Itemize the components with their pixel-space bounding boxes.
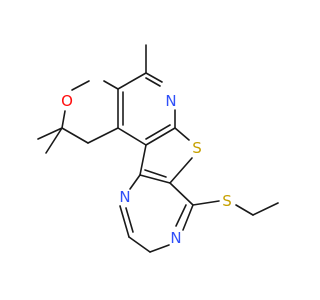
bond-c-o: [71, 80, 90, 91]
bond-c-c-double-inner: [144, 169, 167, 178]
bond-c-n-double: [149, 244, 170, 253]
bond-c-c: [139, 144, 147, 176]
bond-c-c: [145, 127, 176, 146]
bond-n-c: [182, 204, 194, 231]
bond-c-c: [103, 80, 119, 90]
bond-c-c: [117, 72, 147, 90]
bond-c-c-double-inner: [145, 124, 171, 140]
atom-label-sulfur-thioether: S: [222, 192, 232, 210]
methyl-bond: [37, 127, 63, 140]
bond-n-c-double-inner: [175, 204, 187, 227]
atom-label-nitrogen-pyridine: N: [165, 92, 176, 110]
molecule-structure: O N S N N S: [37, 44, 279, 253]
atom-label-oxygen: O: [61, 92, 73, 110]
bond-n-c: [119, 205, 130, 238]
bond-n-c-double-inner: [125, 207, 134, 233]
bond-s-c: [235, 204, 254, 216]
bond-c-c: [169, 182, 194, 206]
bond-c-c: [61, 127, 89, 144]
bond-c-n-double: [145, 72, 163, 83]
bond-o-c: [61, 110, 66, 129]
bond-c-s: [169, 157, 193, 184]
bond-c-n: [129, 174, 141, 190]
atom-label-nitrogen-pyrimidine-right: N: [170, 229, 181, 247]
bond-layer: [37, 44, 279, 253]
bond-c-n: [128, 236, 151, 253]
methyl-bond: [45, 127, 63, 154]
bond-c-n-double-inner: [145, 77, 161, 87]
bond-c-c-double: [139, 174, 171, 184]
bond-c-c: [117, 127, 147, 146]
ethyl-bond: [252, 202, 279, 216]
bond-c-s: [174, 127, 190, 141]
atom-label-nitrogen-pyrimidine-left: N: [119, 188, 130, 206]
atom-label-sulfur-thiophene: S: [192, 139, 202, 157]
atom-label-layer: O N S N N S: [61, 92, 232, 247]
bond-c-c: [87, 127, 119, 144]
bond-c-s: [192, 200, 220, 206]
